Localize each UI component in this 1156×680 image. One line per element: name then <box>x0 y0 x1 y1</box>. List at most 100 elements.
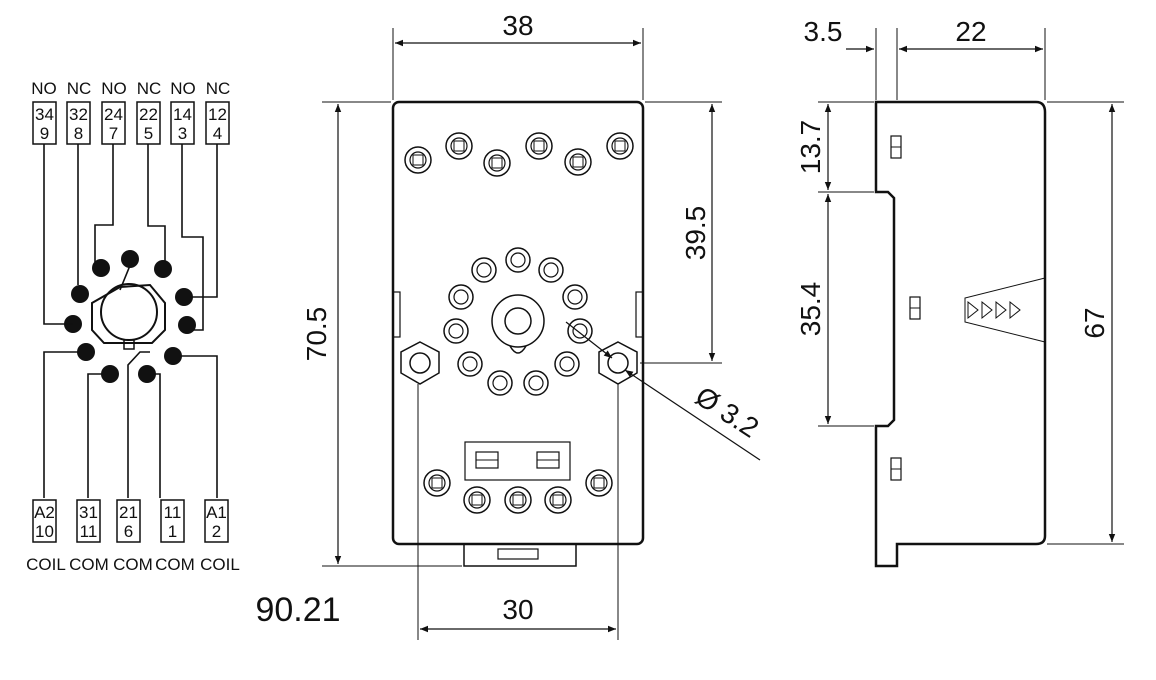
terminal-number: 22 <box>139 105 158 124</box>
center-key-hole <box>491 294 545 348</box>
pin-number: 11 <box>80 522 98 541</box>
pin-number: 6 <box>124 522 133 541</box>
terminal-number: 14 <box>173 105 192 124</box>
terminal-number: 11 <box>164 503 182 522</box>
screw-terminal <box>585 469 613 497</box>
pin-dot <box>92 259 110 277</box>
terminal-box: A1 2 <box>204 499 229 543</box>
pin-number: 2 <box>212 522 221 541</box>
model-number: 90.21 <box>255 591 340 629</box>
terminal-box: 14 3 <box>170 101 195 145</box>
socket-hole <box>457 351 483 377</box>
terminal-number: 21 <box>119 503 138 522</box>
pin-dot <box>77 343 95 361</box>
socket-hole <box>562 284 588 310</box>
dimension-base-width: 30 <box>417 384 619 640</box>
screw-terminal <box>445 132 473 160</box>
dimension-side-top: 3.5 22 <box>804 16 1046 100</box>
dimension-label: 38 <box>502 10 533 41</box>
screw-terminal <box>606 132 634 160</box>
screw-terminal <box>504 486 532 514</box>
dimension-label: 35.4 <box>795 282 826 337</box>
wiring-diagram: NO NC NO NC NO NC 34 9 32 8 24 7 <box>26 79 240 574</box>
contact-type-label: NO <box>170 79 196 98</box>
pin-number: 4 <box>213 124 222 143</box>
contact-type-label: COM <box>69 555 109 574</box>
wires <box>43 144 218 498</box>
contact-type-label: COIL <box>200 555 240 574</box>
pin-dot <box>154 260 172 278</box>
terminal-number: A1 <box>206 503 227 522</box>
socket-hole <box>538 257 564 283</box>
mounting-hole-right <box>598 341 638 385</box>
socket-hole <box>443 318 469 344</box>
socket-hole <box>448 284 474 310</box>
dimension-hole-diameter: Ø 3.2 <box>565 321 764 461</box>
terminal-number: 31 <box>79 503 98 522</box>
screw-terminal <box>423 469 451 497</box>
pin-socket-ring <box>443 247 593 396</box>
terminal-box: 21 6 <box>116 499 141 543</box>
terminal-box: 32 8 <box>66 101 91 145</box>
side-view: 3.5 22 13.7 35.4 67 <box>795 16 1124 568</box>
socket-hole <box>505 247 531 273</box>
pin-number: 5 <box>144 124 153 143</box>
dimension-label: 22 <box>955 16 986 47</box>
pin-number: 3 <box>178 124 187 143</box>
pin-number: 7 <box>109 124 118 143</box>
socket-hole <box>471 257 497 283</box>
terminal-box: 22 5 <box>136 101 161 145</box>
dimension-upper-height: 39.5 <box>640 101 722 364</box>
side-profile-outline <box>874 100 1047 568</box>
screw-terminals-bottom <box>423 469 613 514</box>
pin-dot <box>175 288 193 306</box>
pin-dot <box>101 365 119 383</box>
dimension-side-left: 13.7 35.4 <box>795 101 874 427</box>
dimension-label: 70.5 <box>301 307 332 362</box>
terminal-box: 31 11 <box>76 499 101 543</box>
pin-dots <box>64 250 196 383</box>
terminal-box: 11 1 <box>160 499 185 543</box>
contact-type-label: NO <box>101 79 127 98</box>
screw-terminal <box>525 132 553 160</box>
socket-hole <box>487 370 513 396</box>
dimension-label: 67 <box>1079 307 1110 338</box>
dimension-label: 30 <box>502 594 533 625</box>
contact-type-label: NC <box>137 79 162 98</box>
front-view: 38 70.5 39.5 Ø 3.2 30 <box>301 10 764 640</box>
top-contact-type-labels: NO NC NO NC NO NC <box>31 79 230 98</box>
dimension-label: 39.5 <box>680 206 711 261</box>
pin-dot <box>138 365 156 383</box>
terminal-box: 34 9 <box>32 101 57 145</box>
dimension-label: 13.7 <box>795 120 826 175</box>
top-terminals: 34 9 32 8 24 7 22 5 14 3 <box>32 101 230 145</box>
screw-terminal <box>544 486 572 514</box>
contact-type-label: COIL <box>26 555 66 574</box>
screw-terminal <box>564 148 592 176</box>
socket-hole <box>554 351 580 377</box>
screw-terminals-top <box>404 132 634 177</box>
terminal-number: 12 <box>208 105 227 124</box>
screw-terminal <box>463 486 491 514</box>
dimension-label: 3.5 <box>804 16 843 47</box>
dimension-front-width: 38 <box>392 10 644 100</box>
socket-hole <box>523 370 549 396</box>
terminal-number: 34 <box>35 105 54 124</box>
terminal-number: 24 <box>104 105 123 124</box>
contact-type-label: COM <box>113 555 153 574</box>
pin-dot <box>121 250 139 268</box>
terminal-box: 24 7 <box>101 101 126 145</box>
screw-terminal <box>483 149 511 177</box>
pin-number: 8 <box>74 124 83 143</box>
socket-hole <box>567 318 593 344</box>
screw-terminal <box>404 146 432 174</box>
bottom-terminals: A2 10 31 11 21 6 11 1 A1 2 <box>32 499 229 543</box>
pin-number: 9 <box>40 124 49 143</box>
dimension-front-height: 70.5 <box>301 101 462 567</box>
pin-dot <box>164 347 182 365</box>
pin-dot <box>178 316 196 334</box>
pin-dot <box>71 285 89 303</box>
contact-type-label: NC <box>67 79 92 98</box>
socket-center <box>91 283 166 350</box>
